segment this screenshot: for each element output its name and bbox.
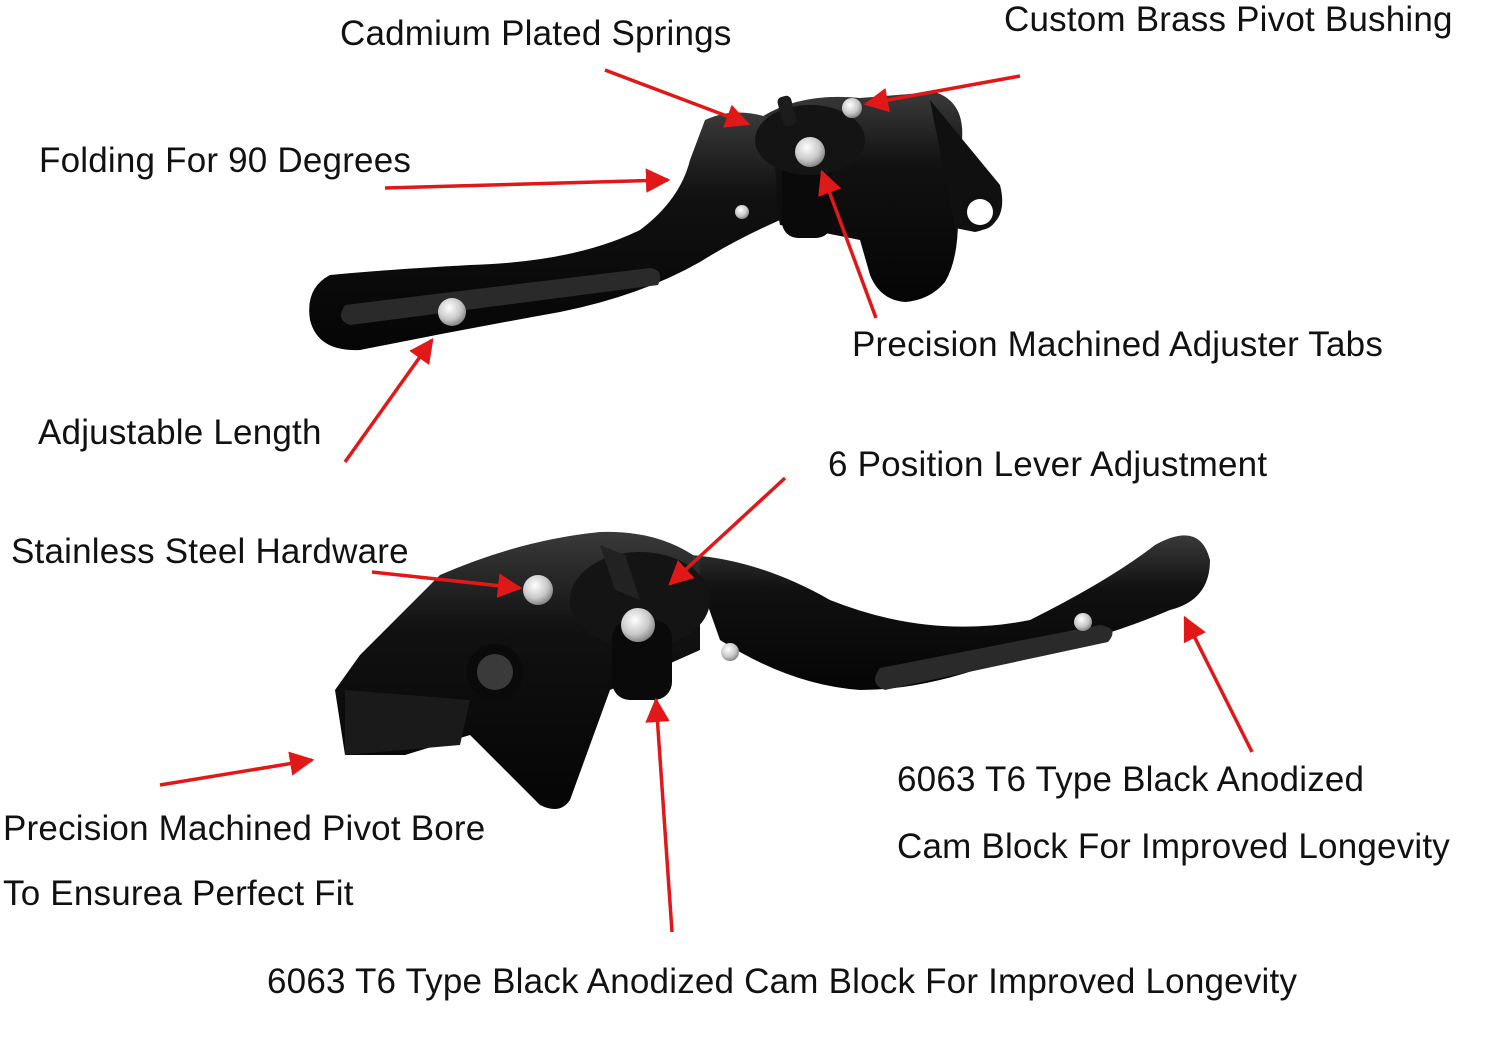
label-folding: Folding For 90 Degrees xyxy=(39,141,412,180)
label-cam-block-right-line2: Cam Block For Improved Longevity xyxy=(897,827,1451,866)
label-stainless: Stainless Steel Hardware xyxy=(11,532,409,571)
label-adjustable-length: Adjustable Length xyxy=(38,413,322,452)
arrow-cadmium-springs xyxy=(604,68,751,128)
arrow-cam-block-right xyxy=(1183,615,1254,753)
bottom-stainless-bolt-icon xyxy=(523,575,553,605)
arrow-cam-block-bottom xyxy=(645,697,674,933)
arrow-stainless xyxy=(371,570,523,598)
callout-arrows xyxy=(159,68,1254,933)
label-cam-block-bottom: 6063 T6 Type Black Anodized Cam Block Fo… xyxy=(267,962,1298,1001)
bottom-pivot-bolt-icon xyxy=(621,608,655,642)
top-lever-icon xyxy=(309,92,1003,351)
top-length-bolt-icon xyxy=(438,298,466,326)
arrow-adjuster-tabs xyxy=(818,169,878,319)
arrow-brass-bushing xyxy=(863,74,1021,113)
label-cam-block-right-line1: 6063 T6 Type Black Anodized xyxy=(897,760,1365,799)
label-pivot-bore-line2: To Ensurea Perfect Fit xyxy=(3,874,354,913)
label-adjuster-tabs: Precision Machined Adjuster Tabs xyxy=(852,325,1384,364)
arrow-folding xyxy=(384,168,671,193)
arrow-pivot-bore xyxy=(159,751,315,787)
label-brass-bushing: Custom Brass Pivot Bushing xyxy=(1004,0,1453,39)
arrow-six-position xyxy=(668,476,787,586)
arrow-adjustable-length xyxy=(343,338,434,464)
top-pivot-bolt-icon xyxy=(795,137,825,167)
label-cadmium-springs: Cadmium Plated Springs xyxy=(340,14,732,53)
label-six-position: 6 Position Lever Adjustment xyxy=(828,445,1268,484)
bottom-lever-icon xyxy=(335,531,1210,809)
top-bushing-bolt-icon xyxy=(842,98,862,118)
label-pivot-bore-line1: Precision Machined Pivot Bore xyxy=(3,809,486,848)
